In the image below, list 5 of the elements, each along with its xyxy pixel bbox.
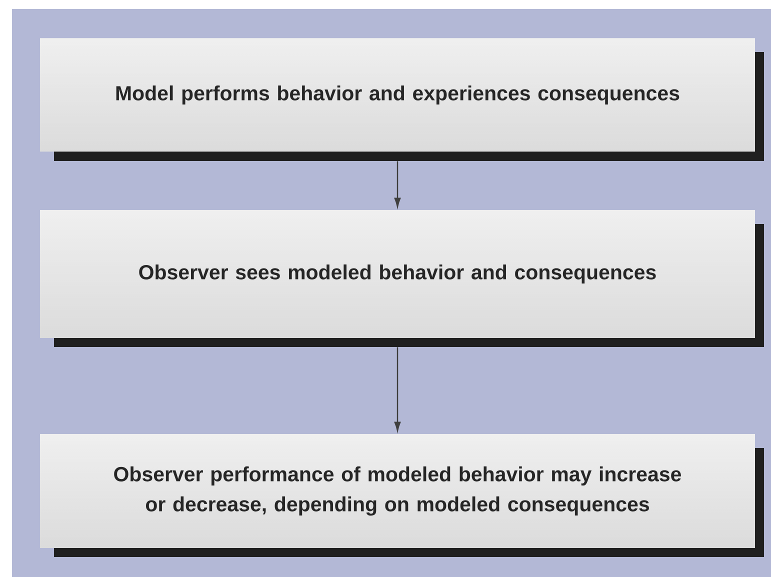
process-box: Model performs behavior and experiences consequences xyxy=(40,38,764,161)
process-box: Observer performance of modeled behavior may increase or decrease, depending on modeled consequences xyxy=(40,434,764,557)
arrow xyxy=(394,161,401,208)
arrow xyxy=(394,347,401,432)
process-box: Observer sees modeled behavior and consequences xyxy=(40,210,764,347)
